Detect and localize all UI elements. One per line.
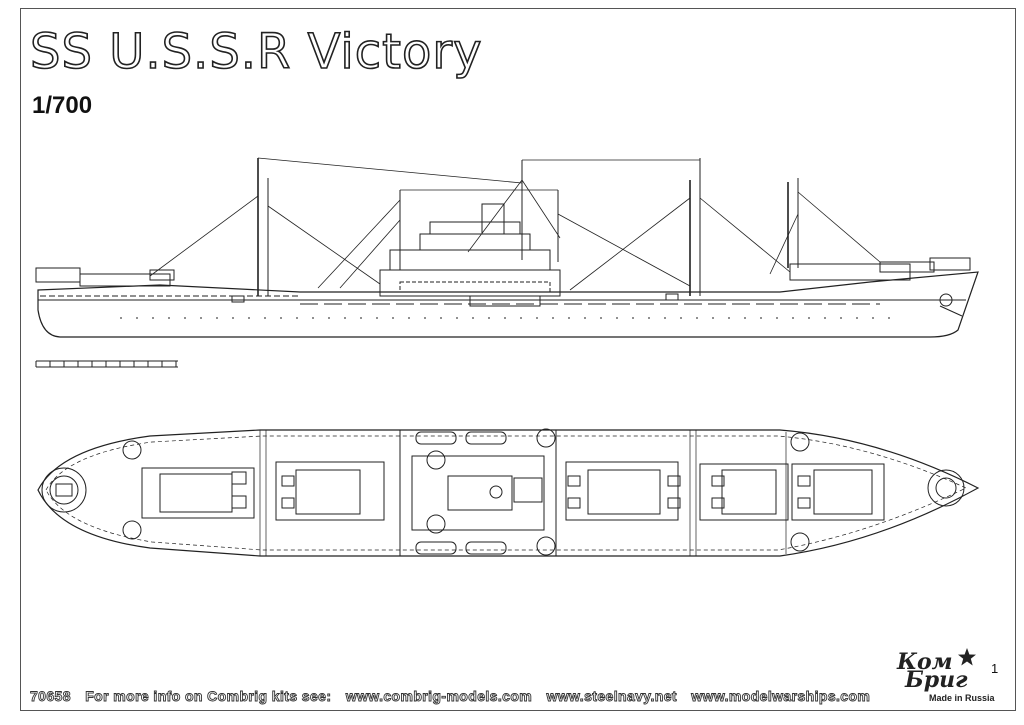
sheet-title: SS U.S.S.R Victory — [29, 24, 483, 80]
combrig-logo: Ком Бриг Made in Russia — [897, 648, 995, 707]
scale-bar — [35, 360, 178, 368]
info-text: For more info on Combrig kits see: — [85, 688, 332, 704]
hull-plan — [37, 429, 980, 557]
sheet-frame — [20, 8, 1016, 711]
footer-credits: 70658 For more info on Combrig kits see:… — [30, 688, 990, 704]
page-number: 1 — [991, 661, 999, 676]
hull-side — [37, 271, 979, 338]
kit-number: 70658 — [30, 688, 71, 704]
logo-text-brig: Бриг — [905, 667, 968, 693]
scale-label: 1/700 — [32, 92, 93, 119]
side-profile — [35, 157, 979, 338]
logo-text-kom: Ком — [897, 649, 953, 675]
made-in-russia: Made in Russia — [929, 693, 995, 703]
star-icon — [958, 648, 976, 666]
plan-view — [37, 428, 980, 557]
site-link-2[interactable]: www.steelnavy.net — [546, 688, 677, 704]
site-link-3[interactable]: www.modelwarships.com — [691, 688, 871, 704]
site-link-1[interactable]: www.combrig-models.com — [345, 688, 533, 704]
